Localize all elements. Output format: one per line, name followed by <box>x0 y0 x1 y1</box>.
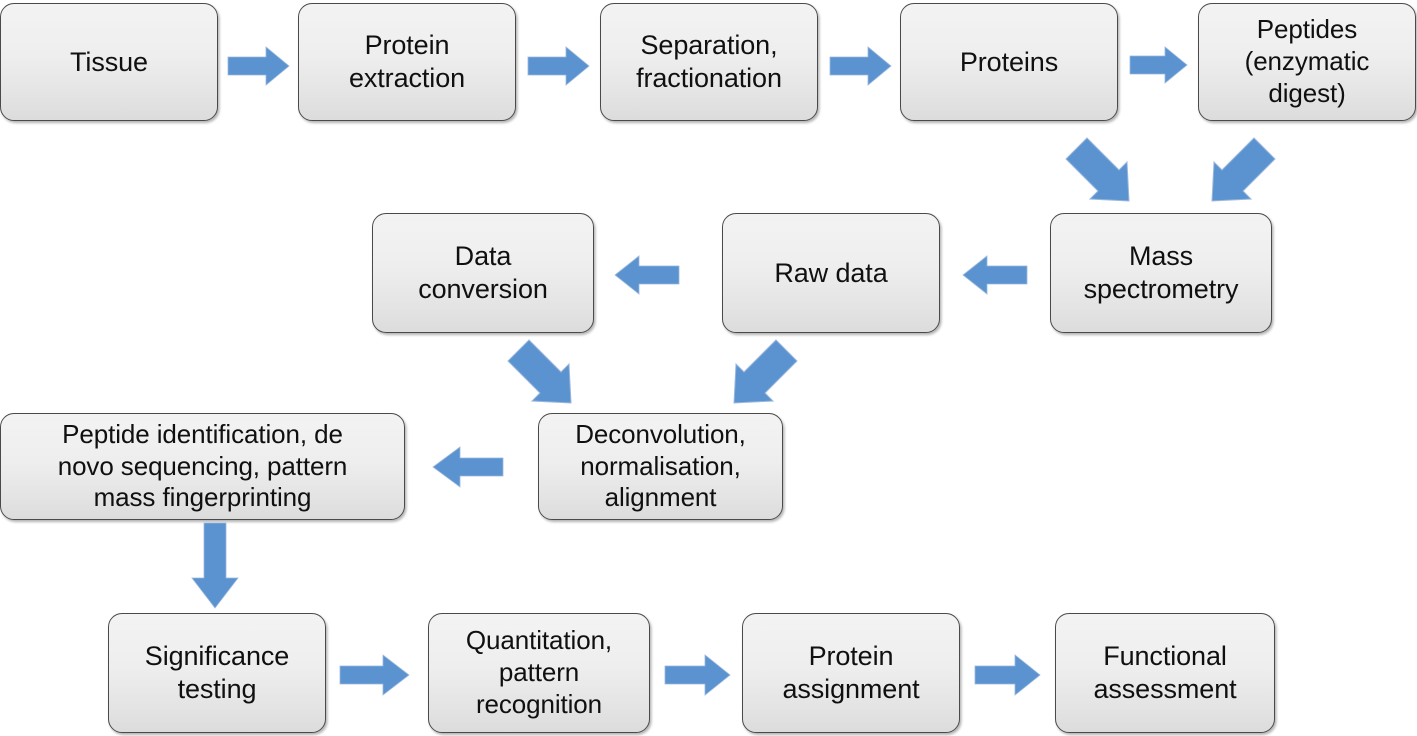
arrow-right-icon-tissue-to-protein-extraction <box>227 46 290 86</box>
arrow-right-icon-quantitation-to-protein-assignment <box>664 654 731 696</box>
node-separation-fractionation[interactable]: Separation,fractionation <box>600 3 818 121</box>
arrow-left-icon-raw-data-to-data-conversion <box>614 255 680 295</box>
node-label: Separation,fractionation <box>636 30 782 93</box>
node-deconvolution[interactable]: Deconvolution,normalisation,alignment <box>538 413 783 520</box>
arrow-right-icon-protein-assignment-to-functional-assessment <box>974 654 1041 696</box>
node-label: Raw data <box>774 257 888 288</box>
node-tissue[interactable]: Tissue <box>0 3 218 121</box>
node-label: Deconvolution,normalisation,alignment <box>575 418 746 513</box>
node-label: Tissue <box>70 46 148 77</box>
arrow-right-icon-protein-extraction-to-separation <box>527 46 590 86</box>
node-raw-data[interactable]: Raw data <box>722 213 940 333</box>
arrow-right-icon-significance-testing-to-quantitation <box>339 654 410 696</box>
arrow-right-icon-separation-to-proteins <box>829 46 892 86</box>
arrow-down-left-icon-peptides-to-mass-spectrometry <box>1198 131 1278 211</box>
node-label: Proteins <box>959 46 1059 77</box>
arrow-down-right-icon-data-conversion-to-deconvolution <box>505 333 585 413</box>
node-proteins[interactable]: Proteins <box>900 3 1118 121</box>
arrow-down-icon-peptide-identification-to-significance-testing <box>190 522 240 609</box>
arrow-down-left-icon-raw-data-to-deconvolution <box>720 333 800 413</box>
arrow-down-right-icon-proteins-to-mass-spectrometry <box>1063 131 1143 211</box>
arrow-left-icon-deconvolution-to-peptide-identification <box>432 446 504 488</box>
arrow-right-icon-proteins-to-peptides <box>1129 46 1188 84</box>
arrow-left-icon-mass-spectrometry-to-raw-data <box>962 255 1028 295</box>
